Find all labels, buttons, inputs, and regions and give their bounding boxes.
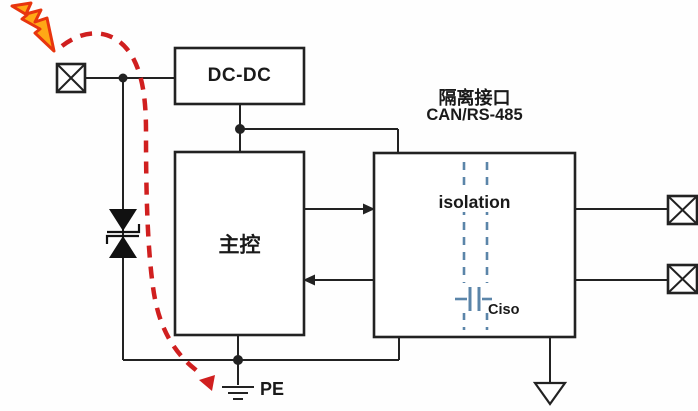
surge-path-curve: [60, 31, 205, 378]
left-arrowhead-icon: [303, 274, 315, 286]
dcdc-label: DC-DC: [207, 65, 272, 86]
ciso-capacitor-icon: [455, 287, 492, 311]
junction-dot: [233, 355, 243, 365]
isolation-interface-subtitle: CAN/RS-485: [426, 106, 523, 124]
junction-dot: [235, 124, 245, 134]
surge-arrowhead-icon: [199, 375, 215, 391]
isolation-barrier: [450, 162, 512, 330]
surge-lightning-icon: [10, 1, 56, 53]
dcdc-block: [173, 46, 306, 106]
main-controller-label: 主控: [218, 233, 261, 257]
surge-current-path: [60, 31, 215, 391]
isolation-label-text: isolation: [431, 192, 518, 212]
right-arrowhead-icon: [363, 203, 375, 215]
main-controller-block: [173, 150, 306, 337]
signal-arrows: [303, 203, 375, 286]
signal-ground-icon: [532, 381, 568, 406]
right-terminal-connector-bottom-icon: [666, 263, 698, 295]
right-terminal-connector-top-icon: [666, 194, 698, 226]
ciso-label: Ciso: [488, 302, 520, 318]
pe-label: PE: [260, 379, 285, 399]
wires: [85, 77, 668, 385]
pe-ground-icon: [222, 386, 254, 400]
junction-dot: [118, 73, 128, 83]
isolation-interface-title: 隔离接口: [438, 88, 511, 108]
left-terminal-connector-icon: [55, 62, 87, 94]
tvs-diode-icon: [105, 209, 141, 258]
isolation-label: isolation: [374, 192, 575, 213]
